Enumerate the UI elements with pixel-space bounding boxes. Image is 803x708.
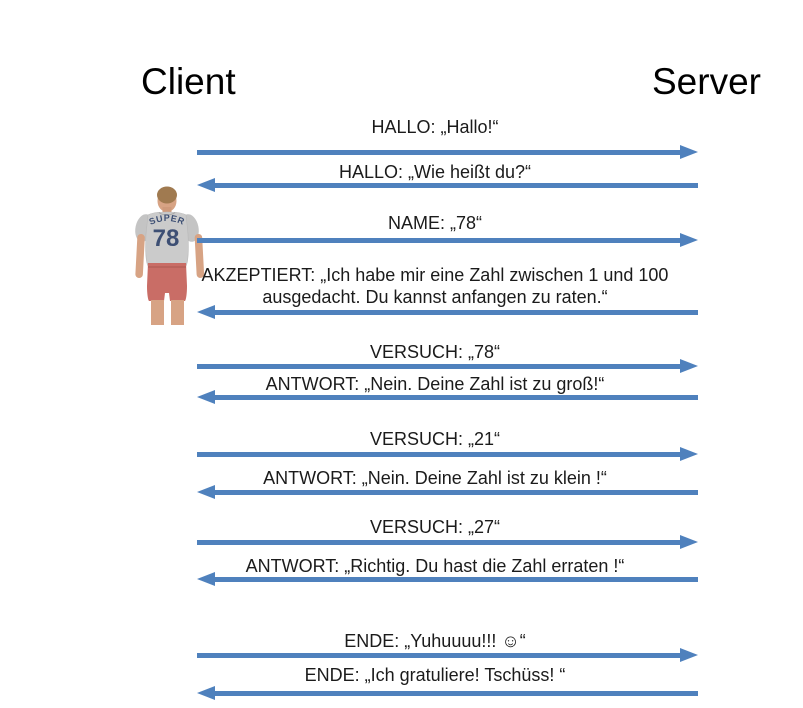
- message-arrow-left: [197, 390, 698, 404]
- message-arrow-right: [197, 447, 698, 461]
- arrow-shaft: [197, 451, 683, 457]
- message-arrow-right: [197, 648, 698, 662]
- arrowhead-icon: [680, 648, 698, 662]
- arrow-shaft: [197, 539, 683, 545]
- arrowhead-icon: [197, 572, 215, 586]
- message-label: ANTWORT: „Nein. Deine Zahl ist zu klein …: [263, 468, 607, 488]
- arrowhead-icon: [680, 233, 698, 247]
- message-arrow-right: [197, 233, 698, 247]
- message-label: VERSUCH: „21“: [369, 429, 501, 449]
- arrow-shaft: [197, 149, 683, 155]
- arrowhead-icon: [680, 535, 698, 549]
- message-label: ANTWORT: „Nein. Deine Zahl ist zu groß!“: [265, 374, 605, 394]
- arrow-shaft: [212, 394, 698, 400]
- shirt-text-super: SUPER: [148, 213, 186, 227]
- arrow-shaft: [212, 489, 698, 495]
- arrow-shaft: [197, 237, 683, 243]
- arrowhead-icon: [197, 686, 215, 700]
- arrowhead-icon: [197, 305, 215, 319]
- client-heading: Client: [141, 61, 236, 102]
- message-label: ENDE: „Yuhuuuu!!! ☺“: [344, 631, 526, 651]
- arrow-shaft: [212, 690, 698, 696]
- message-arrow-right: [197, 145, 698, 159]
- message-arrow-left: [197, 305, 698, 319]
- message-label: AKZEPTIERT: „Ich habe mir eine Zahl zwis…: [201, 265, 669, 307]
- arrow-shaft: [212, 182, 698, 188]
- arrow-shaft: [212, 576, 698, 582]
- message-label: ENDE: „Ich gratuliere! Tschüss! “: [304, 665, 566, 685]
- arrow-shaft: [197, 652, 683, 658]
- message-arrow-right: [197, 535, 698, 549]
- arrowhead-icon: [197, 485, 215, 499]
- shirt-text-number: 78: [153, 225, 180, 252]
- arrowhead-icon: [197, 390, 215, 404]
- message-arrow-left: [197, 572, 698, 586]
- message-label: VERSUCH: „78“: [369, 342, 501, 362]
- svg-text:SUPER: SUPER: [148, 213, 187, 227]
- message-label: HALLO: „Hallo!“: [371, 117, 499, 137]
- server-heading: Server: [652, 61, 761, 102]
- arrow-shaft: [212, 309, 698, 315]
- message-label: HALLO: „Wie heißt du?“: [338, 162, 532, 182]
- arrowhead-icon: [680, 447, 698, 461]
- message-arrow-right: [197, 359, 698, 373]
- arrowhead-icon: [680, 359, 698, 373]
- client-avatar-image: SUPER 78: [135, 186, 205, 325]
- message-arrow-left: [197, 485, 698, 499]
- message-label: ANTWORT: „Richtig. Du hast die Zahl erra…: [245, 556, 625, 576]
- message-arrow-left: [197, 686, 698, 700]
- arrow-shaft: [197, 363, 683, 369]
- message-arrow-left: [197, 178, 698, 192]
- message-label: NAME: „78“: [387, 213, 483, 233]
- message-label: VERSUCH: „27“: [369, 517, 501, 537]
- arrowhead-icon: [197, 178, 215, 192]
- arrowhead-icon: [680, 145, 698, 159]
